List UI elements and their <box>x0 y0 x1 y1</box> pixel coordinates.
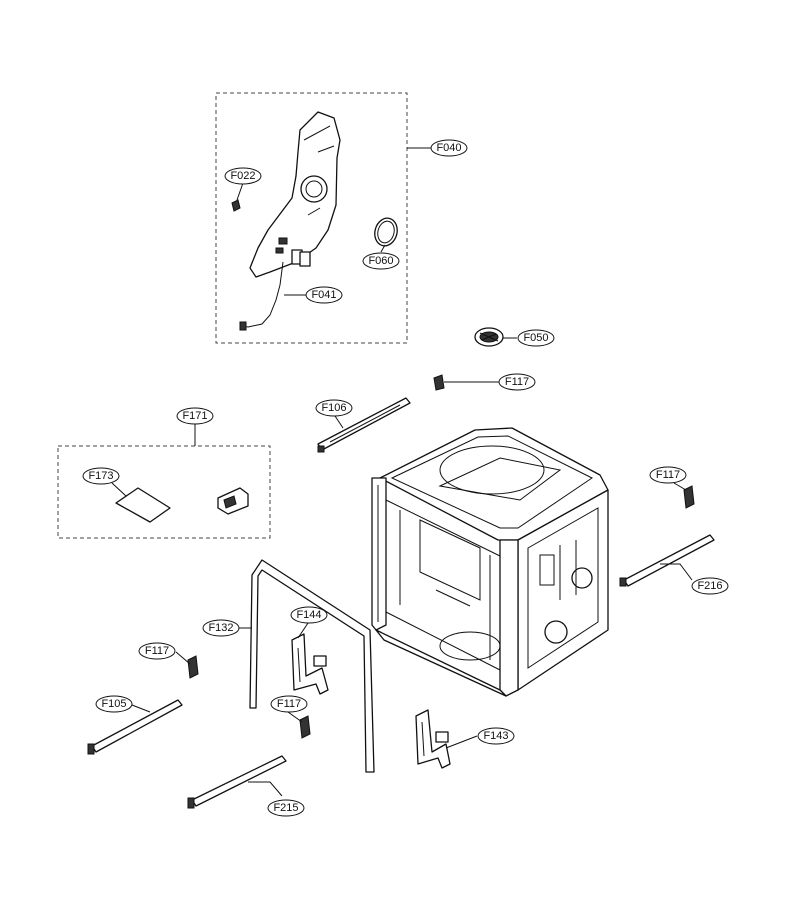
f060-ring-part <box>374 217 398 247</box>
callout-f216-text: F216 <box>697 580 722 592</box>
tub-body-part <box>371 427 609 697</box>
callout-f041-text: F041 <box>311 289 336 301</box>
f022-clip-part <box>231 199 241 212</box>
callout-f173-text: F173 <box>88 470 113 482</box>
callout-f143-text: F143 <box>483 730 508 742</box>
f105-rail-part <box>87 699 183 755</box>
callout-f171-text: F171 <box>182 410 207 422</box>
callout-f105-text: F105 <box>101 698 126 710</box>
callout-f171: F171 <box>176 407 214 425</box>
callout-f060: F060 <box>362 252 400 270</box>
callout-f132: F132 <box>202 619 240 637</box>
f117-clip-top-part <box>433 374 445 391</box>
sump-plate-part <box>249 111 341 278</box>
callout-f060-text: F060 <box>368 255 393 267</box>
f143-hinge-part <box>415 709 451 769</box>
callout-f144-text: F144 <box>296 609 321 621</box>
f171-group-box <box>57 445 271 539</box>
f216-rail-part <box>619 534 715 587</box>
callout-f022-text: F022 <box>230 170 255 182</box>
callout-f041: F041 <box>305 286 343 304</box>
callout-f105: F105 <box>95 695 133 713</box>
callout-f106-text: F106 <box>321 402 346 414</box>
f117-clip-right-part <box>683 485 695 509</box>
callout-f117-right-text: F117 <box>656 469 680 481</box>
f041-hose-part <box>242 261 284 328</box>
f173-sheet-part <box>115 487 171 523</box>
f106-rail-part <box>317 397 411 453</box>
callout-f117-top: F117 <box>498 373 536 391</box>
f144-hinge-part <box>291 633 329 695</box>
callout-f117-mid-text: F117 <box>277 698 301 710</box>
callout-f215-text: F215 <box>273 802 298 814</box>
callout-f050: F050 <box>517 329 555 347</box>
callout-f106: F106 <box>315 399 353 417</box>
f040-group-box <box>215 92 408 344</box>
callout-f040: F040 <box>430 139 468 157</box>
callout-f117-mid: F117 <box>270 695 308 713</box>
callout-f143: F143 <box>477 727 515 745</box>
f215-rail-part <box>187 755 287 809</box>
callout-f040-text: F040 <box>436 142 461 154</box>
callout-f215: F215 <box>267 799 305 817</box>
leader-lines <box>111 147 693 797</box>
callout-f117-top-text: F117 <box>505 376 529 388</box>
f117-clip-left-part <box>187 655 199 679</box>
f132-gasket-part <box>249 559 375 773</box>
callout-f050-text: F050 <box>523 332 548 344</box>
callout-f022: F022 <box>224 167 262 185</box>
f050-cap-part <box>474 327 504 347</box>
f171-kit-part <box>217 487 249 515</box>
callout-f173: F173 <box>82 467 120 485</box>
f117-clip-mid-part <box>299 715 311 739</box>
callout-f216: F216 <box>691 577 729 595</box>
callout-f117-left-text: F117 <box>145 645 169 657</box>
callout-f117-left: F117 <box>138 642 176 660</box>
callout-f144: F144 <box>290 606 328 624</box>
callout-f117-right: F117 <box>649 466 687 484</box>
callout-f132-text: F132 <box>208 622 233 634</box>
